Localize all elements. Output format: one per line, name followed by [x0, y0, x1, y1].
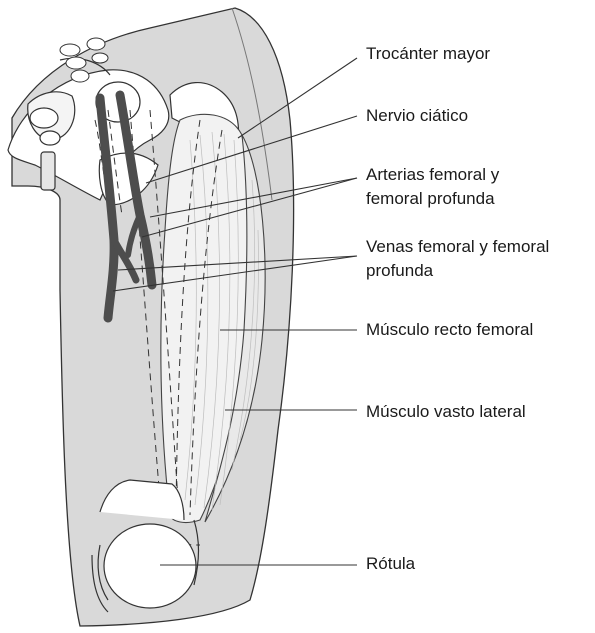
label-trochanter: Trocánter mayor: [366, 44, 490, 64]
label-sciatic-nerve: Nervio ciático: [366, 106, 468, 126]
label-veins-line1: Venas femoral y femoral: [366, 237, 549, 257]
label-arteries-line1: Arterias femoral y: [366, 165, 499, 185]
label-arteries-line2: femoral profunda: [366, 189, 495, 209]
patella: [104, 524, 196, 608]
label-vastus-lateralis: Músculo vasto lateral: [366, 402, 526, 422]
label-patella: Rótula: [366, 554, 415, 574]
label-rectus-femoris: Músculo recto femoral: [366, 320, 533, 340]
label-veins-line2: profunda: [366, 261, 433, 281]
